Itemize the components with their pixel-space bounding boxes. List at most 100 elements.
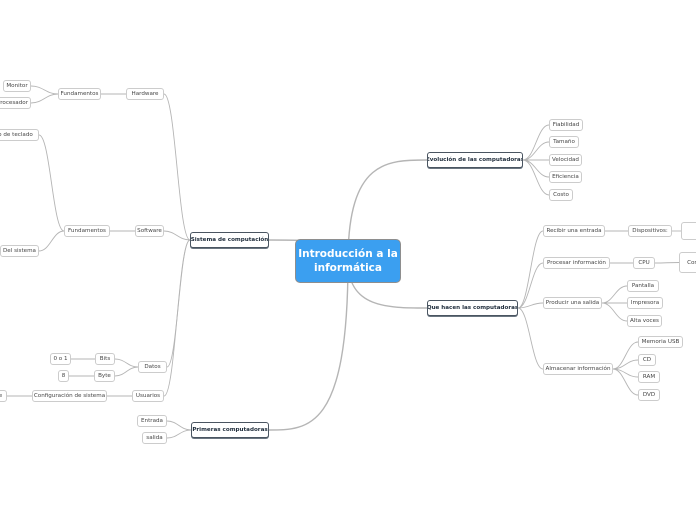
topic-label: CD: [642, 357, 652, 363]
subtopic-dvd[interactable]: DVD: [638, 389, 660, 401]
main-topic-quehacen[interactable]: Que hacen las computadoras: [427, 300, 518, 316]
topic-label: 0 o 1: [53, 356, 68, 362]
connector-evolucion-tamano: [522, 141, 550, 161]
connector-producir-pantalla: [601, 285, 628, 304]
topic-label: DVD: [642, 392, 656, 398]
topic-label: Impresora: [630, 300, 660, 306]
topic-label: Fiabilidad: [552, 122, 580, 128]
topic-label: Byte: [98, 373, 111, 379]
subtopic-fund_sw[interactable]: Fundamentos: [64, 225, 110, 237]
subtopic-entrada[interactable]: Entrada: [137, 415, 167, 427]
topic-label: Datos: [144, 364, 161, 370]
subtopic-hardware[interactable]: Hardware: [126, 88, 164, 100]
connector-datos-bits: [114, 358, 139, 368]
topic-label: o de teclado: [0, 132, 33, 138]
subtopic-bits[interactable]: Bits: [95, 353, 115, 365]
connector-fund_hw-procesador: [30, 93, 59, 104]
topic-label: Memoria USB: [641, 339, 680, 345]
subtopic-ram[interactable]: RAM: [638, 371, 660, 383]
topic-label: Sistema de computación: [190, 237, 269, 243]
subtopic-usuarios[interactable]: Usuarios: [132, 390, 164, 402]
topic-label: Bits: [99, 356, 111, 362]
subtopic-procesador[interactable]: Procesador: [0, 97, 31, 109]
topic-label: Procesador: [0, 100, 28, 106]
topic-label: Recibir una entrada: [546, 228, 602, 234]
main-topic-primeras[interactable]: Primeras computadoras: [191, 422, 269, 438]
subtopic-fiabilidad[interactable]: Fiabilidad: [549, 119, 583, 131]
topic-label: Procesar información: [547, 260, 606, 266]
main-topic-evolucion[interactable]: Evolución de las computadoras: [427, 152, 523, 168]
topic-label: salida: [146, 435, 163, 441]
topic-label: Evolución de las computadoras: [427, 157, 523, 163]
connector-fund_hw-monitor: [30, 85, 59, 95]
subtopic-monitor[interactable]: Monitor: [3, 80, 31, 92]
subtopic-datos[interactable]: Datos: [138, 361, 167, 373]
main-topic-sistema[interactable]: Sistema de computación: [190, 232, 269, 248]
subtopic-procesar[interactable]: Procesar información: [543, 257, 610, 269]
topic-label: Producir una salida: [545, 300, 600, 306]
topic-label: Costo: [553, 192, 569, 198]
topic-label: Fundamentos: [68, 228, 106, 234]
topic-label: e: [0, 393, 2, 399]
subtopic-teclado[interactable]: o de teclado: [0, 129, 39, 141]
connector-datos-byte: [114, 366, 139, 377]
connector-primeras-salida: [166, 429, 192, 439]
connector-fund_sw-delsistema: [38, 230, 65, 252]
connector-quehacen-producir: [517, 302, 544, 309]
connector-quehacen-recibir: [517, 230, 544, 309]
connector-evolucion-eficiencia: [522, 159, 550, 178]
subtopic-config[interactable]: Configuración de sistema: [32, 390, 107, 402]
subtopic-costo[interactable]: Costo: [549, 189, 573, 201]
topic-label: Cons: [687, 259, 696, 266]
connector-primeras-entrada: [166, 420, 192, 431]
subtopic-impresora[interactable]: Impresora: [627, 297, 663, 309]
subtopic-software[interactable]: Software: [135, 225, 164, 237]
subtopic-almacenar[interactable]: Almacenar información: [543, 363, 613, 375]
topic-label: Pantalla: [631, 283, 655, 289]
subtopic-byte[interactable]: Byte: [94, 370, 115, 382]
subtopic-cero_uno[interactable]: 0 o 1: [50, 353, 71, 365]
subtopic-tamano[interactable]: Tamaño: [549, 136, 579, 148]
subtopic-config_leaf[interactable]: e: [0, 390, 7, 402]
topic-label: Usuarios: [135, 393, 161, 399]
connector-almacenar-usb: [612, 341, 639, 370]
subtopic-dispositivos[interactable]: Dispositivos:: [628, 225, 672, 237]
connector-sistema-hardware: [163, 93, 191, 241]
subtopic-cd[interactable]: CD: [638, 354, 656, 366]
topic-label: Fundamentos: [60, 91, 99, 97]
topic-label: Monitor: [6, 83, 28, 89]
subtopic-velocidad[interactable]: Velocidad: [549, 154, 582, 166]
topic-label: Dispositivos:: [632, 228, 668, 234]
connector-central-evolucion: [347, 159, 428, 262]
topic-label: Alta voces: [630, 318, 659, 324]
subtopic-recibir[interactable]: Recibir una entrada: [543, 225, 605, 237]
connector-cpu-cpu_leaf: [654, 262, 680, 264]
subtopic-cpu[interactable]: CPU: [633, 257, 655, 269]
subtopic-delsistema[interactable]: Del sistema: [0, 245, 39, 257]
central-topic[interactable]: Introducción a la informática: [295, 239, 401, 283]
subtopic-cpu_leaf[interactable]: Cons: [679, 252, 696, 273]
subtopic-ocho[interactable]: 8: [58, 370, 69, 382]
topic-label: Configuración de sistema: [33, 393, 106, 399]
topic-label: Almacenar información: [545, 366, 611, 372]
subtopic-disp_leaf[interactable]: [681, 222, 696, 240]
connector-quehacen-procesar: [517, 262, 544, 309]
topic-label: Velocidad: [552, 157, 579, 163]
subtopic-altavoces[interactable]: Alta voces: [627, 315, 662, 327]
connector-almacenar-cd: [612, 359, 639, 370]
connector-central-primeras: [268, 260, 349, 431]
topic-label: Eficiencia: [552, 174, 579, 180]
subtopic-pantalla[interactable]: Pantalla: [627, 280, 659, 292]
subtopic-producir[interactable]: Producir una salida: [543, 297, 602, 309]
subtopic-fund_hw[interactable]: Fundamentos: [58, 88, 101, 100]
topic-label: Del sistema: [3, 248, 36, 254]
connector-sistema-usuarios: [163, 239, 191, 397]
subtopic-usb[interactable]: Memoria USB: [638, 336, 683, 348]
connector-evolucion-fiabilidad: [522, 124, 550, 161]
subtopic-salida[interactable]: salida: [142, 432, 167, 444]
connector-quehacen-almacenar: [517, 307, 544, 370]
connector-sistema-software: [163, 230, 191, 241]
subtopic-eficiencia[interactable]: Eficiencia: [549, 171, 582, 183]
connector-evolucion-costo: [522, 159, 550, 196]
